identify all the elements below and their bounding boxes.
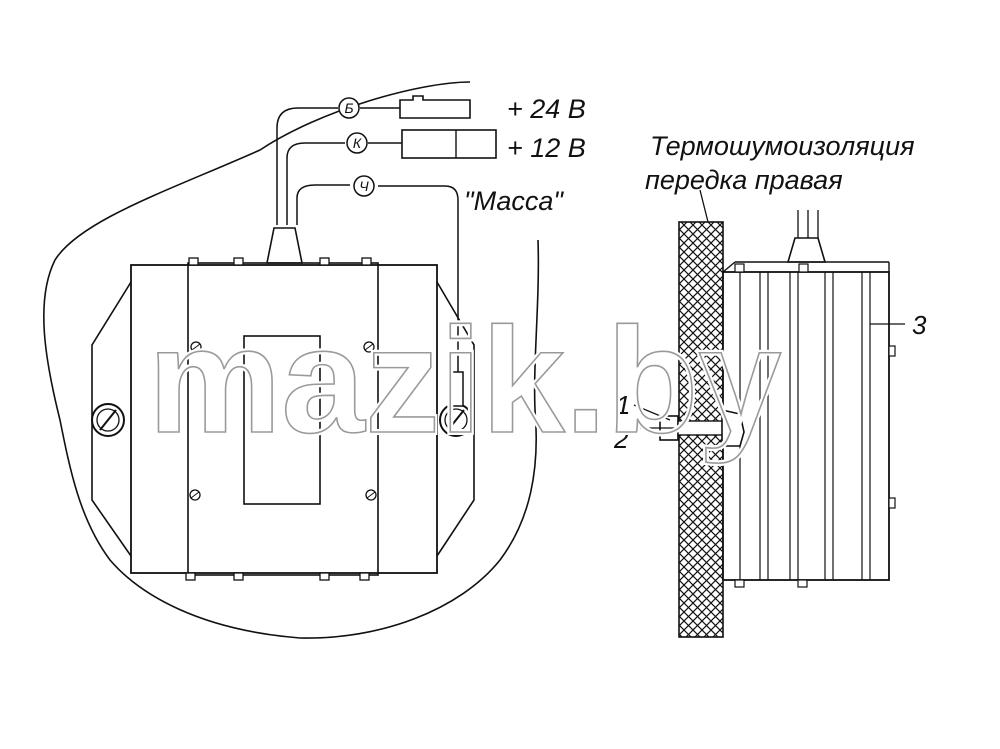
watermark: mazik.by <box>148 296 782 464</box>
mounting-bolt-side <box>659 409 745 447</box>
ground-lug <box>451 371 464 407</box>
label-ground: "Масса" <box>464 186 564 216</box>
wire-ch-ground <box>378 185 459 375</box>
screw <box>365 489 377 501</box>
mount-bolt-left <box>91 403 125 437</box>
callout-2: 2 <box>613 424 629 454</box>
terminal-k-label: К <box>353 135 362 151</box>
mount-flange-right <box>436 281 475 557</box>
mount-bolt-right <box>439 403 473 437</box>
callout-3: 3 <box>912 310 927 340</box>
center-window <box>243 335 321 505</box>
label-insulation-line1: Термошумоизоляция <box>650 131 915 161</box>
screw <box>363 341 375 353</box>
screw <box>190 341 202 353</box>
cable-gland <box>266 227 303 264</box>
label-24v: + 24 B <box>507 94 586 124</box>
label-12v: + 12 B <box>507 133 586 163</box>
callout-1: 1 <box>616 390 630 420</box>
label-insulation-line2: передка правая <box>645 165 843 195</box>
screw <box>189 489 201 501</box>
side-cable-gland <box>786 237 827 263</box>
terminal-ch: Ч <box>353 175 375 197</box>
watermark-knockout: mazik.by <box>148 296 782 464</box>
terminal-b: Б <box>338 97 360 119</box>
terminal-b-label: Б <box>344 100 353 116</box>
terminal-ch-label: Ч <box>359 178 369 194</box>
connector-24v <box>399 95 471 119</box>
wire-ch <box>296 184 350 225</box>
connector-12v <box>401 129 497 159</box>
unit-front-view <box>91 227 475 581</box>
unit-side-view <box>633 189 905 638</box>
outline-boundary <box>43 81 540 639</box>
terminal-k: К <box>346 132 368 154</box>
wire-b <box>276 107 338 225</box>
wire-k <box>286 142 345 225</box>
